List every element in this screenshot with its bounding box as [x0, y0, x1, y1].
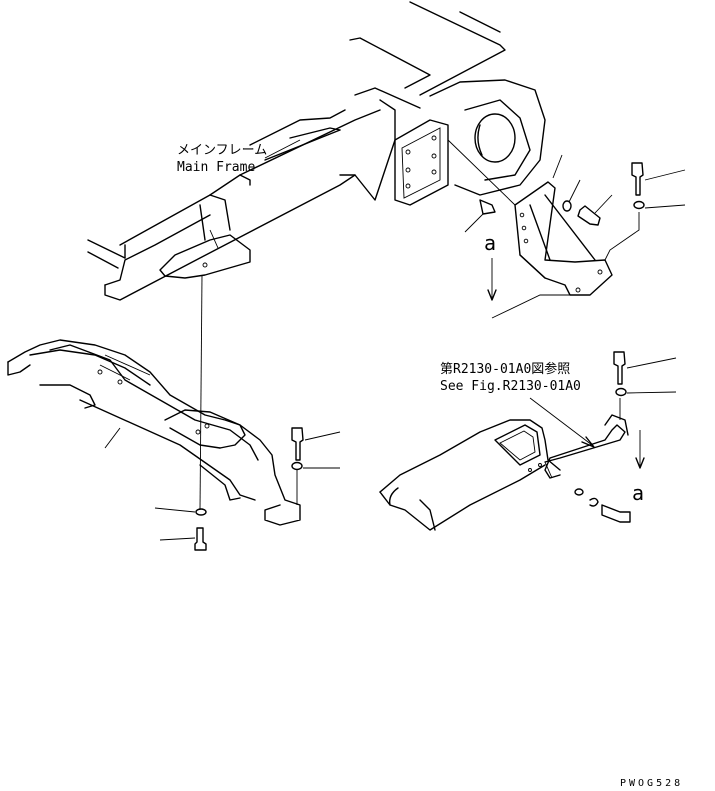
washer-icon: [195, 508, 207, 516]
washer-icon: [574, 488, 584, 496]
washer-icon: [615, 387, 627, 397]
bolt-icon: [601, 504, 631, 523]
bolt-icon: [631, 162, 644, 196]
drawing-code: PWOG528: [620, 778, 683, 789]
bolt-icon: [577, 205, 601, 226]
reference-label-en: See Fig.R2130-01A0: [440, 379, 581, 394]
main-frame-label-jp: メインフレーム: [177, 143, 267, 158]
main-frame-label: メインフレーム Main Frame: [177, 139, 301, 175]
reference-label-jp: 第R2130-01A0図参照: [440, 361, 570, 377]
arrow-label-a-lower: a: [632, 481, 644, 505]
cover-assembly: [379, 351, 677, 531]
arrow-label-a-upper: a: [484, 231, 496, 255]
main-frame-label-en: Main Frame: [177, 160, 255, 175]
bolt-icon: [613, 351, 626, 385]
washer-icon: [633, 200, 645, 210]
washer-icon: [291, 461, 303, 471]
bolt-icon: [194, 527, 207, 551]
connection-lines-upper: [447, 139, 686, 319]
mounting-bracket: [514, 181, 613, 296]
reference-label: 第R2130-01A0図参照 See Fig.R2130-01A0: [440, 361, 581, 394]
washer-icon: [562, 200, 572, 212]
main-frame: [87, 1, 546, 301]
fasteners-lower-left: [104, 427, 341, 551]
bolt-icon: [291, 427, 304, 461]
lower-frame: [7, 339, 301, 526]
alignment-line: [199, 274, 203, 511]
lock-washer-icon: [589, 497, 599, 507]
